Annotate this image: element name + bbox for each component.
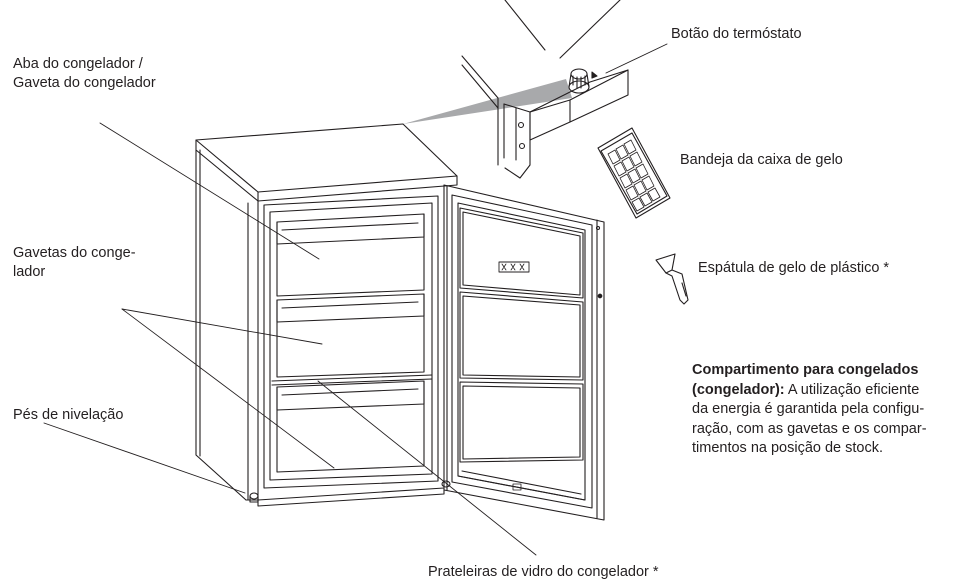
note-line-3: da energia é garantida pela configu- bbox=[692, 401, 925, 417]
freezer-drawers-label-line-1: Gavetas do conge- bbox=[13, 245, 136, 261]
ice-scraper-drawing bbox=[655, 253, 689, 305]
leader-lines bbox=[43, 43, 668, 556]
thermostat-knob-drawing bbox=[568, 68, 598, 94]
thermostat-knob-label: Botão do termóstato bbox=[671, 26, 802, 42]
freezer-cabinet-drawing bbox=[195, 123, 458, 507]
note-heading-line-1: Compartimento para congelados bbox=[692, 362, 919, 378]
ice-scraper-label: Espátula de gelo de plástico * bbox=[698, 260, 890, 276]
drawer-3-drawing bbox=[276, 380, 425, 473]
leveling-feet-label: Pés de nivelação bbox=[13, 407, 124, 423]
thermostat-detail bbox=[403, 0, 629, 179]
note-line-5: timentos na posição de stock. bbox=[692, 440, 884, 456]
freezer-drawers-label: Gavetas do conge- lador bbox=[13, 244, 136, 282]
ice-tray-label: Bandeja da caixa de gelo bbox=[680, 152, 843, 168]
glass-shelves-label: Prateleiras de vidro do congelador * bbox=[428, 564, 659, 580]
freezer-drawers-label-line-2: lador bbox=[13, 264, 46, 280]
drawer-2-drawing bbox=[276, 293, 425, 378]
freezer-flap-label: Aba do congelador / Gaveta do congelador bbox=[13, 55, 156, 93]
ice-tray-drawing bbox=[597, 127, 671, 219]
freezer-compartment-note: Compartimento para congelados (congelado… bbox=[692, 361, 962, 459]
freezer-flap-label-line-1: Aba do congelador / bbox=[13, 56, 143, 72]
note-line-4: ração, com as gavetas e os compar- bbox=[692, 420, 927, 437]
freezer-flap-label-line-2: Gaveta do congelador bbox=[13, 75, 156, 91]
note-text-start: A utilização eficiente bbox=[787, 381, 920, 398]
drawer-1-drawing bbox=[276, 213, 425, 297]
open-door-drawing bbox=[443, 184, 605, 521]
note-line-2: (congelador): A utilização eficiente bbox=[692, 381, 962, 401]
note-heading-line-2: (congelador): bbox=[692, 381, 785, 398]
